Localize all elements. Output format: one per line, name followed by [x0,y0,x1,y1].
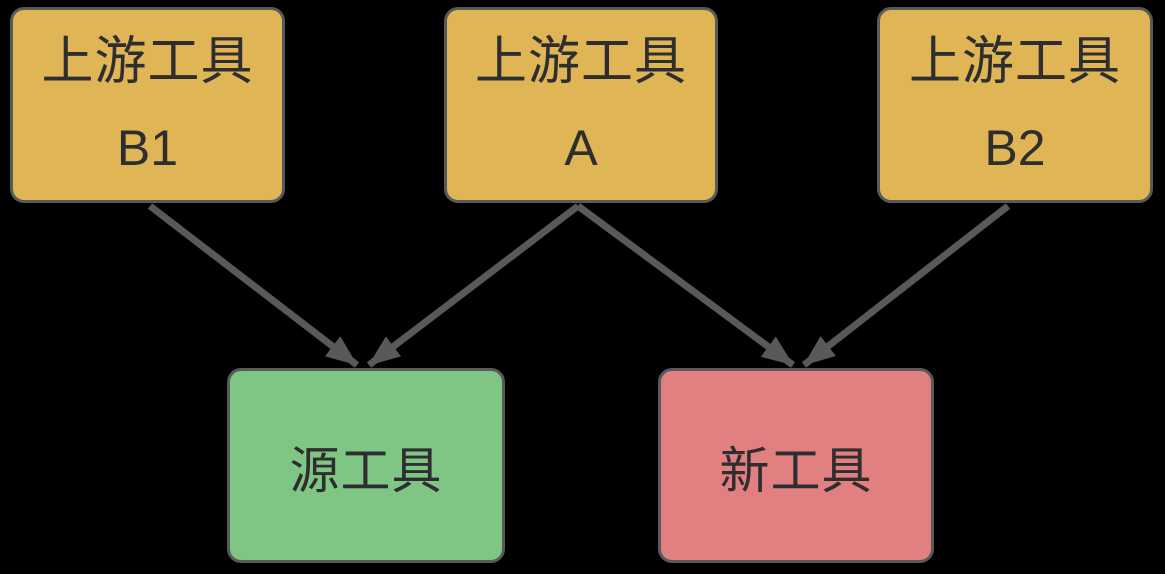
node-title: 上游工具 [474,33,687,91]
node-upstream-a: 上游工具 A [444,7,718,203]
edge-upstream-b2-to-new-tool [801,203,1011,368]
node-title: 源工具 [289,442,443,499]
node-subtitle: A [564,120,598,176]
node-upstream-b2: 上游工具 B2 [877,7,1153,203]
node-title: 新工具 [719,442,873,499]
node-subtitle: B1 [116,120,179,176]
node-upstream-b1: 上游工具 B1 [10,7,285,203]
node-subtitle: B2 [984,120,1046,176]
node-title: 上游工具 [908,33,1121,91]
node-title: 上游工具 [41,33,254,91]
edge-upstream-a-to-source-tool [366,203,581,368]
edge-upstream-b1-to-source-tool [147,203,360,368]
edge-upstream-a-to-new-tool [575,203,796,368]
node-new-tool: 新工具 [658,368,934,563]
node-source-tool: 源工具 [227,368,505,563]
